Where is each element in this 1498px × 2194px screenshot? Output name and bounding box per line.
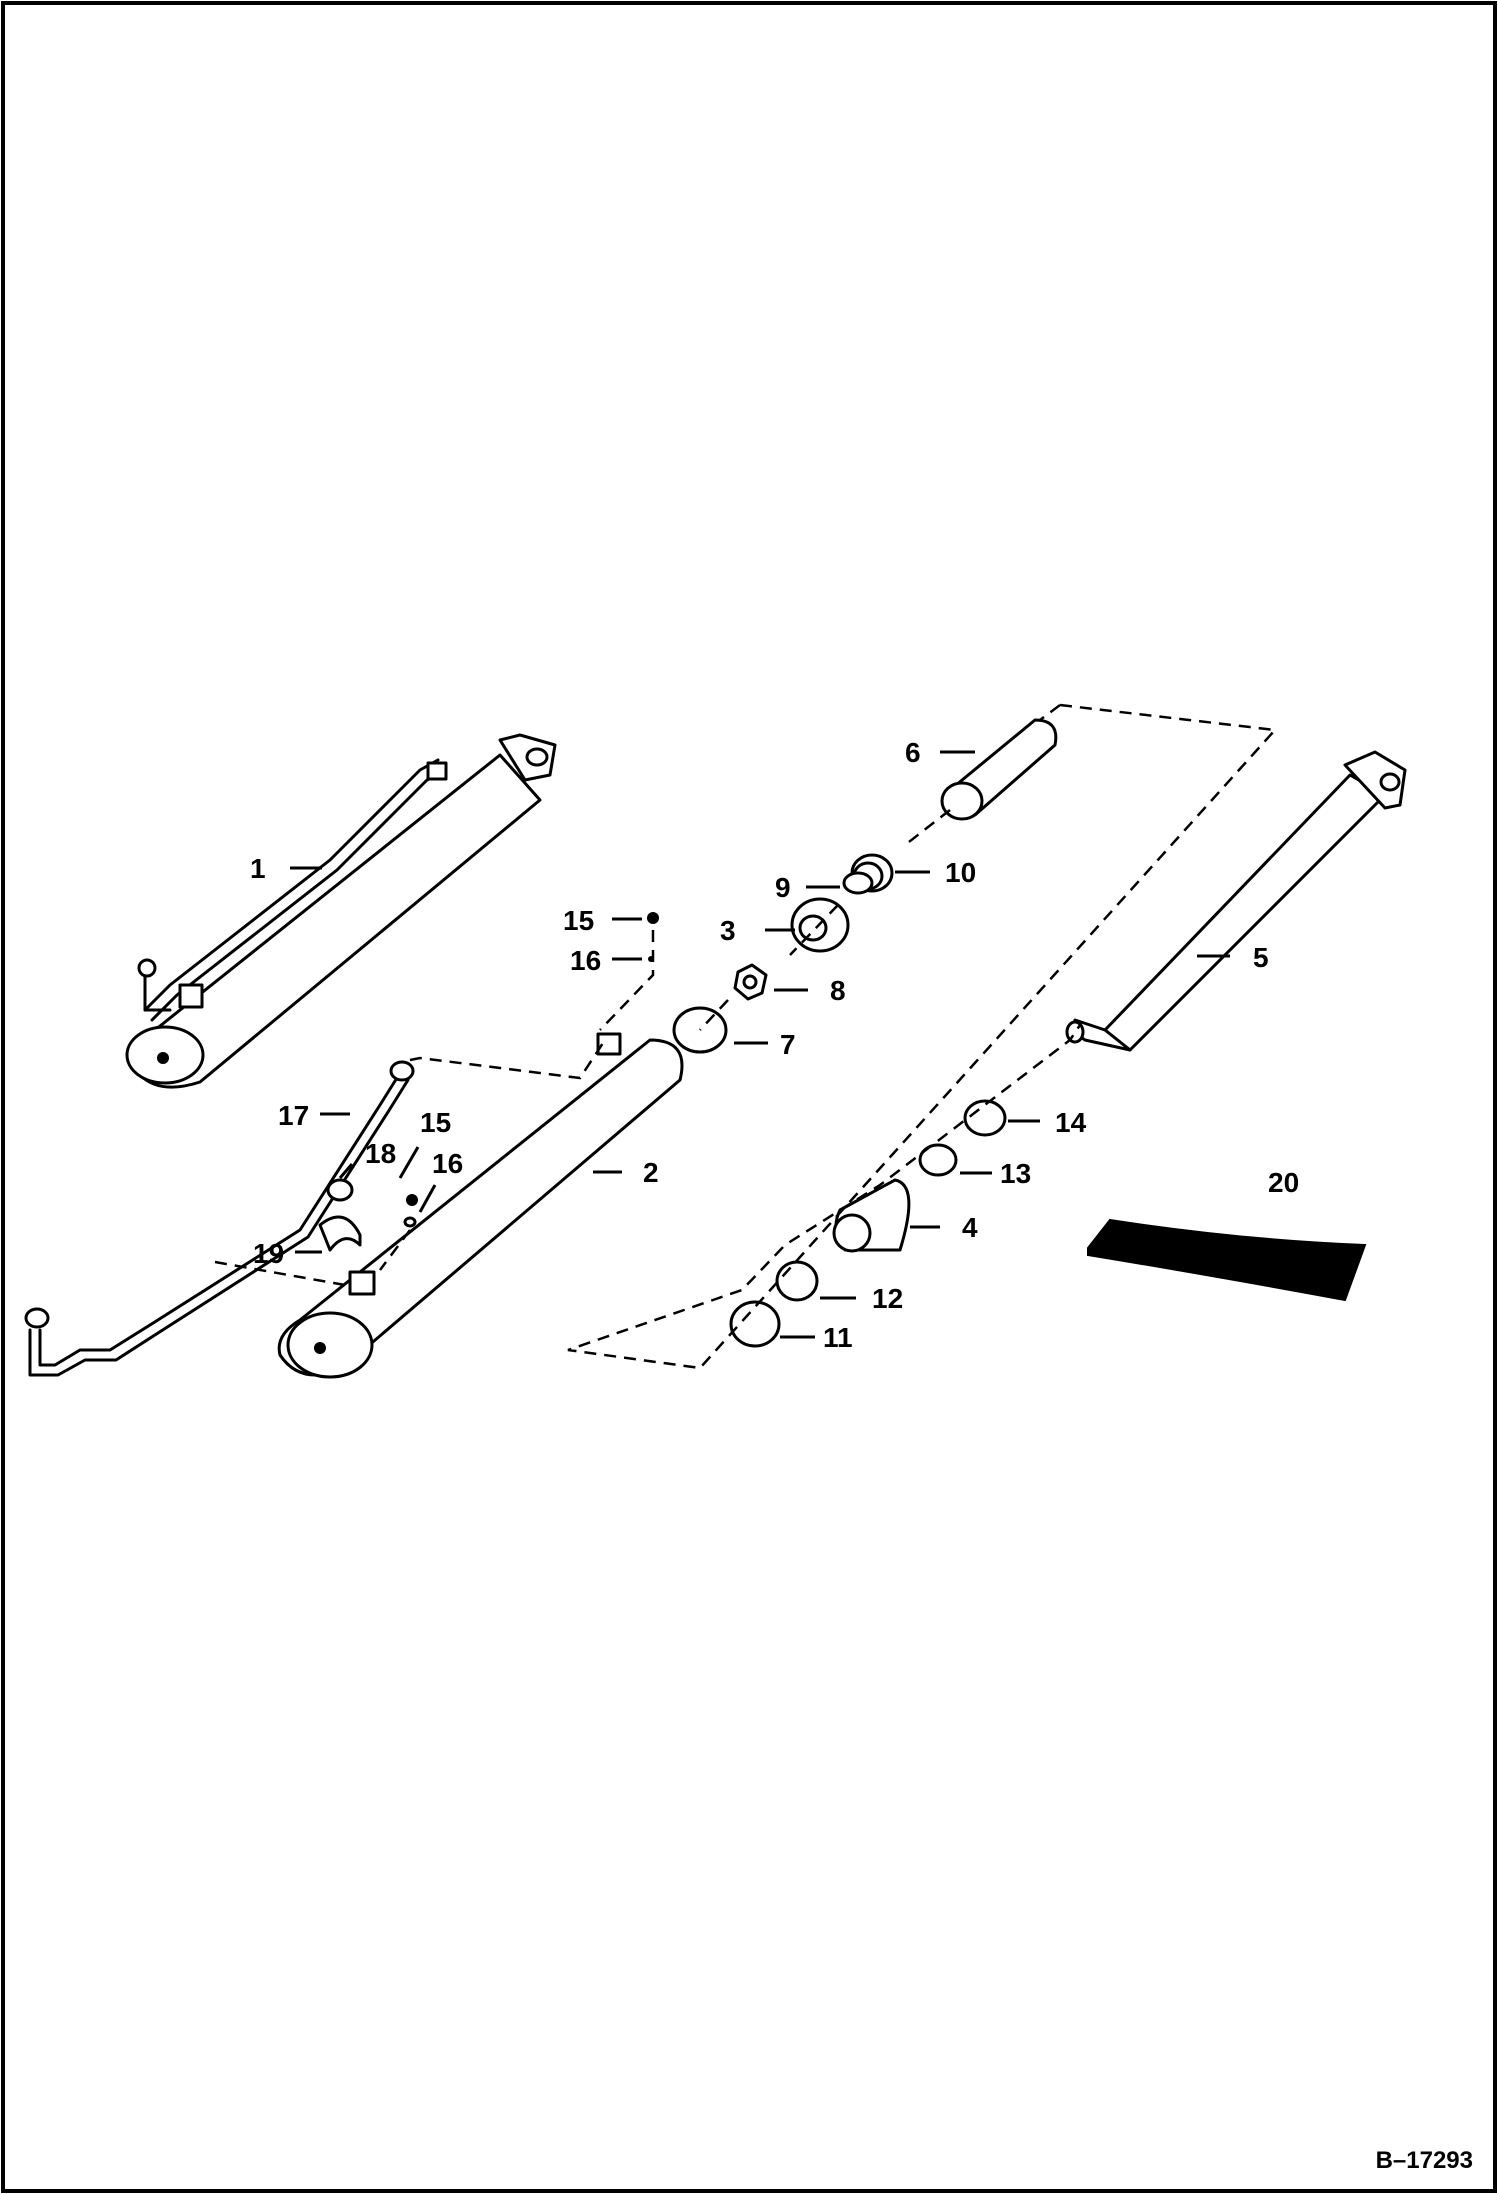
callout-15-upper: 15 <box>563 905 594 936</box>
callout-14: 14 <box>1055 1107 1087 1138</box>
tube-6-opening <box>940 781 984 821</box>
cylinder-1-pin-hole <box>157 1052 169 1064</box>
callout-3: 3 <box>720 915 736 946</box>
rod-5-eye-hole <box>1379 772 1401 792</box>
tube-outline <box>214 1039 607 1287</box>
grease-fitting-15b <box>406 1194 418 1206</box>
callout-11: 11 <box>823 1322 853 1353</box>
barrel-2-port-top <box>596 1032 622 1056</box>
leader-lines <box>290 750 1230 1339</box>
callout-16-upper: 16 <box>570 945 601 976</box>
cylinder-1-fitting-bottom <box>178 983 204 1009</box>
rod-5-eye <box>1343 750 1407 810</box>
rod-5-body <box>1103 773 1387 1052</box>
seal-9 <box>842 871 874 895</box>
callout-9: 9 <box>775 872 791 903</box>
cylinder-1-fitting <box>426 761 448 781</box>
barrel-2-body <box>277 1038 684 1377</box>
cylinder-1-tube-line <box>143 758 440 1012</box>
barrel-2-port-bottom <box>348 1270 376 1296</box>
callout-16-lower: 16 <box>432 1148 463 1179</box>
cylinder-1-nut <box>137 958 157 978</box>
callout-20: 20 <box>1268 1167 1299 1198</box>
callout-15-lower: 15 <box>420 1107 451 1138</box>
clamp-19 <box>318 1215 362 1252</box>
ring-11 <box>729 1300 781 1348</box>
tube-17-path <box>38 1071 402 1367</box>
tube-17-fitting-top <box>389 1060 415 1082</box>
callout-7: 7 <box>780 1029 796 1060</box>
callout-12: 12 <box>872 1283 903 1314</box>
nut-8-bore <box>742 974 758 990</box>
ring-13 <box>918 1143 958 1177</box>
piston-3-bore <box>798 914 828 942</box>
drawing-code: B–17293 <box>1376 2147 1473 2174</box>
seal-kit-20 <box>1087 1218 1367 1302</box>
grease-fitting-15a <box>647 912 659 924</box>
callout-8: 8 <box>830 975 846 1006</box>
seal-kit-outline <box>567 703 1278 1370</box>
callout-17: 17 <box>278 1100 309 1131</box>
tube-6 <box>940 718 1058 821</box>
barrel-2-end-cap <box>286 1311 374 1379</box>
ring-12 <box>775 1260 819 1302</box>
callout-6: 6 <box>905 737 921 768</box>
ring-14 <box>963 1099 1007 1137</box>
tube-17-fitting-bottom <box>24 1307 50 1329</box>
callout-18: 18 <box>365 1138 396 1169</box>
tube-line-17 <box>24 1060 415 1377</box>
cylinder-1-elbow <box>143 973 172 1012</box>
callout-13: 13 <box>1000 1158 1031 1189</box>
callout-19: 19 <box>253 1238 284 1269</box>
cylinder-barrel-2 <box>277 1032 684 1379</box>
gland-4-bore <box>832 1213 872 1253</box>
cylinder-1-eye-hole <box>525 747 549 767</box>
callout-4: 4 <box>962 1212 978 1243</box>
callout-10: 10 <box>945 857 976 888</box>
callout-1: 1 <box>250 853 266 884</box>
cylinder-assembly-1 <box>125 733 557 1089</box>
barrel-2-pin-hole <box>314 1342 326 1354</box>
callout-2: 2 <box>643 1157 659 1188</box>
tube-17-path-2 <box>28 1078 410 1377</box>
washer-16b <box>403 1216 417 1228</box>
fitting-leader-top <box>599 930 655 1031</box>
nut-18 <box>326 1178 354 1202</box>
piston-rod-5 <box>1065 750 1407 1052</box>
callout-5: 5 <box>1253 942 1269 973</box>
